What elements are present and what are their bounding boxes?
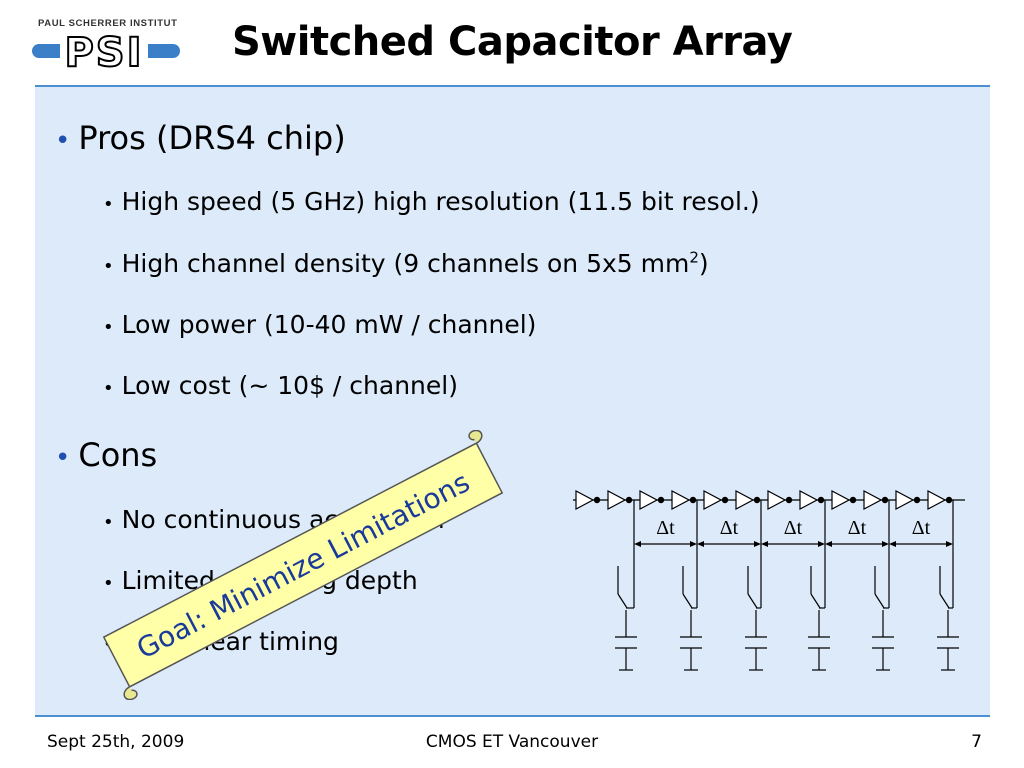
delta-t-label: Δt [784, 517, 803, 539]
psi-logo: PAUL SCHERRER INSTITUT PSI [32, 18, 180, 76]
footer-divider [35, 715, 990, 717]
logo-plate [60, 32, 148, 70]
inverter-icon [831, 490, 851, 510]
bullet-high-speed: • High speed (5 GHz) high resolution (11.… [103, 186, 760, 221]
delta-t-label: Δt [912, 517, 931, 539]
bullet-low-cost: • Low cost (~ 10$ / channel) [103, 370, 458, 405]
bullet-icon: • [55, 443, 71, 473]
arrowhead-icon [882, 541, 889, 547]
switch-blade [939, 593, 950, 609]
arrowhead-icon [761, 541, 768, 547]
bullet-icon: • [103, 194, 114, 215]
switch-blade [874, 593, 885, 609]
logo-text: PAUL SCHERRER INSTITUT [38, 18, 178, 29]
switch-blade [682, 593, 693, 609]
delta-t-label: Δt [720, 517, 739, 539]
node-dot [817, 496, 825, 504]
inverter-icon [639, 490, 659, 510]
bullet-text: Non-linear timing [121, 627, 339, 656]
bullet-text: Low power (10-40 mW / channel) [121, 310, 537, 339]
switch-blade [747, 593, 758, 609]
inverter-icon [575, 490, 595, 510]
node-dot [657, 496, 665, 504]
switched-capacitor-diagram: Δt Δt Δt Δt Δt [573, 490, 965, 671]
bullet-continuous: • No continuous acquisition [103, 504, 445, 539]
slide-title: Switched Capacitor Array [232, 19, 793, 65]
bullet-icon: • [103, 317, 114, 338]
inverter-icon [607, 490, 627, 510]
node-dot [689, 496, 697, 504]
node-dot [913, 496, 921, 504]
node-dot [625, 496, 633, 504]
bullet-icon: • [103, 573, 114, 594]
switch-blade [617, 593, 628, 609]
inverter-icon [671, 490, 691, 510]
inverter-icon [799, 490, 819, 510]
inverter-icon [703, 490, 723, 510]
inverter-icon [735, 490, 755, 510]
arrowhead-icon [946, 541, 953, 547]
bullet-cons: •Cons [55, 435, 157, 478]
bullet-text: Low cost (~ 10$ / channel) [121, 371, 458, 400]
bullet-pros-text: Pros (DRS4 chip) [78, 119, 346, 157]
bullet-cons-text: Cons [78, 436, 158, 474]
bullet-pros: •Pros (DRS4 chip) [55, 118, 346, 161]
bullet-low-power: • Low power (10-40 mW / channel) [103, 309, 536, 344]
bullet-icon: • [103, 378, 114, 399]
node-dot [593, 496, 601, 504]
bullet-sampling-depth: • Limited sampling depth [103, 565, 418, 600]
inverter-icon [895, 490, 915, 510]
bullet-text: High speed (5 GHz) high resolution (11.5… [121, 187, 760, 216]
footer-date: Sept 25th, 2009 [47, 732, 185, 752]
bullet-icon: • [55, 126, 71, 156]
delta-t-label: Δt [848, 517, 867, 539]
node-dot [945, 496, 953, 504]
arrowhead-icon [825, 541, 832, 547]
page-number: 7 [971, 732, 982, 752]
bullet-text-suffix: ) [698, 249, 709, 278]
arrowhead-icon [697, 541, 704, 547]
arrowhead-icon [754, 541, 761, 547]
inverter-icon [927, 490, 947, 510]
footer-event: CMOS ET Vancouver [425, 732, 599, 752]
bullet-timing: • Non-linear timing [103, 626, 339, 661]
logo-mark: PSI [64, 30, 143, 76]
node-dot [785, 496, 793, 504]
superscript: 2 [689, 248, 699, 267]
bullet-text: Limited sampling depth [121, 566, 418, 595]
node-dot [849, 496, 857, 504]
node-dot [721, 496, 729, 504]
arrowhead-icon [818, 541, 825, 547]
delta-t-label: Δt [656, 517, 675, 539]
inverter-icon [863, 490, 883, 510]
switch-blade [810, 593, 821, 609]
arrowhead-icon [634, 541, 641, 547]
bullet-channel-density: • High channel density (9 channels on 5x5… [103, 248, 709, 283]
bullet-text: No continuous acquisition [121, 505, 445, 534]
arrowhead-icon [889, 541, 896, 547]
arrowhead-icon [690, 541, 697, 547]
bullet-text: High channel density (9 channels on 5x5 … [121, 249, 690, 278]
bullet-icon: • [103, 634, 114, 655]
bullet-icon: • [103, 256, 114, 277]
header-divider [35, 85, 990, 87]
inverter-icon [767, 490, 787, 510]
node-dot [753, 496, 761, 504]
bullet-icon: • [103, 512, 114, 533]
node-dot [881, 496, 889, 504]
